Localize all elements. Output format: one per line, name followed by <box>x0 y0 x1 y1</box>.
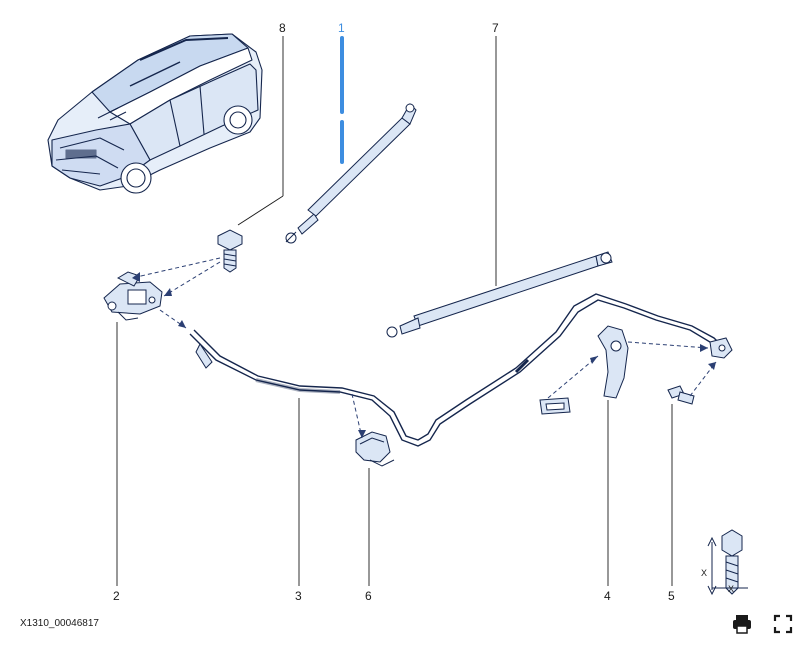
callout-7: 7 <box>492 21 499 35</box>
cable-connector <box>709 337 733 359</box>
dimension-mark-x2: X <box>728 584 734 594</box>
dimension-mark-x1: X <box>701 568 707 578</box>
release-lever <box>597 325 629 399</box>
small-bolt <box>667 385 695 405</box>
arrow-heads <box>132 272 716 438</box>
callout-1: 1 <box>338 21 345 35</box>
callout-4: 4 <box>604 589 611 603</box>
cable-clip <box>355 431 395 467</box>
bolt-part <box>217 229 243 273</box>
callout-2: 2 <box>113 589 120 603</box>
leader-lines <box>116 36 673 586</box>
mount-bracket <box>539 397 571 415</box>
fullscreen-icon <box>773 614 793 634</box>
callout-3: 3 <box>295 589 302 603</box>
gas-strut-lower <box>386 251 613 338</box>
release-cable <box>189 293 725 447</box>
fullscreen-button[interactable] <box>771 612 795 636</box>
print-button[interactable] <box>730 612 754 636</box>
gas-strut-upper <box>285 103 417 244</box>
callout-6: 6 <box>365 589 372 603</box>
print-icon <box>733 615 751 634</box>
callout-numbers: 8 1 7 2 3 6 4 5 X X <box>113 21 734 603</box>
diagram-reference: X1310_00046817 <box>20 618 99 629</box>
lock-mechanism <box>103 271 163 321</box>
vehicle-illustration <box>47 33 263 194</box>
callout-5: 5 <box>668 589 675 603</box>
callout-8: 8 <box>279 21 286 35</box>
torque-symbol-icon <box>707 529 748 596</box>
